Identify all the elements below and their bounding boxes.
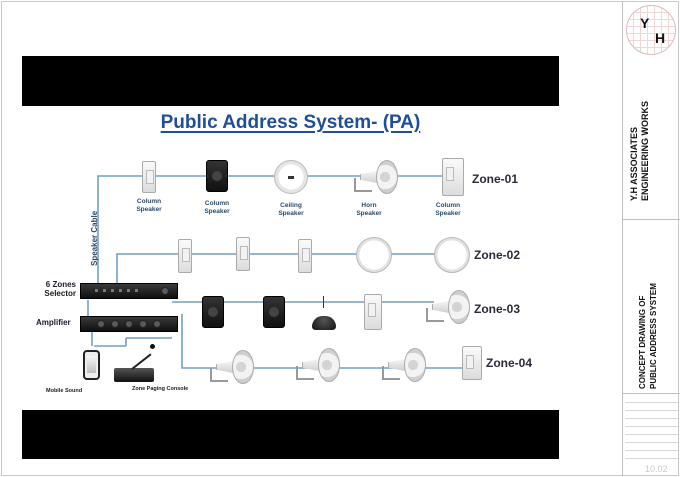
black-column-speaker-icon [263,296,285,328]
column-speaker-icon [178,239,192,273]
title-block: Y H Y.H ASSOCIATES ENGINEERING WORKS CON… [622,1,680,476]
ceiling-speaker-icon [274,160,308,194]
column-speaker-icon [442,158,464,196]
divider [623,219,680,220]
info-row [625,421,678,427]
zone4-cable [181,314,472,369]
pendant-speaker-icon [312,316,336,330]
horn-speaker-icon [208,350,254,384]
drawing-title: CONCEPT DRAWING OF PUBLIC ADDRESS SYSTEM [638,283,658,389]
amplifier-unit [80,316,178,332]
column-speaker-icon [236,237,250,271]
sheet-number: 10.02 [645,464,668,474]
zone-02-label: Zone-02 [474,248,521,262]
mobile-sound-label: Mobile Sound [46,388,83,394]
speaker-cable-label: Speaker Cable [90,210,99,266]
column-speaker-icon [462,346,482,380]
diagram-title: Public Address System- (PA) [160,112,421,133]
zone-03-label: Zone-03 [474,302,521,316]
column-speaker-icon [298,239,312,273]
column-speaker-icon [142,161,156,193]
console-label: Zone Paging Console [132,386,189,392]
zone1-label-4: Horn Speaker [356,202,382,217]
amplifier-label: Amplifier [36,318,71,327]
horn-speaker-icon [294,348,340,382]
horn-speaker-icon [424,290,470,324]
info-row [625,445,678,451]
info-row [625,437,678,443]
horn-speaker-icon [380,348,426,382]
info-row [625,429,678,435]
paging-console-icon [114,368,154,382]
zone1-label-1: Column Speaker [136,198,162,213]
company-logo: Y H [626,5,676,55]
company-name: Y.H ASSOCIATES ENGINEERING WORKS [629,100,650,201]
selector-label: 6 Zones Selector [44,280,76,298]
zone-04-label: Zone-04 [486,356,533,370]
black-column-speaker-icon [206,160,228,192]
info-row [625,397,678,403]
column-speaker-icon [364,294,382,330]
horn-speaker-icon [352,160,398,194]
zone1-label-5: Column Speaker [435,202,461,217]
zone-selector-unit [80,283,178,299]
zone2-cable [116,253,452,284]
info-row [625,453,678,459]
wiring-lines [87,175,472,369]
pendant-wire [323,296,324,308]
info-row [625,405,678,411]
mobile-phone-icon [83,350,100,380]
zone-01-label: Zone-01 [472,172,519,186]
diagram-area: Public Address System- (PA) Column Speak… [22,106,559,410]
info-row [625,413,678,419]
zone1-cable [97,175,452,292]
zone1-label-2: Column Speaker [204,200,230,215]
microphone-icon [150,344,155,349]
ceiling-speaker-icon [434,237,470,273]
black-column-speaker-icon [202,296,224,328]
zone1-label-3: Ceiling Speaker [278,202,304,217]
ceiling-speaker-icon [356,237,392,273]
divider [623,393,680,394]
